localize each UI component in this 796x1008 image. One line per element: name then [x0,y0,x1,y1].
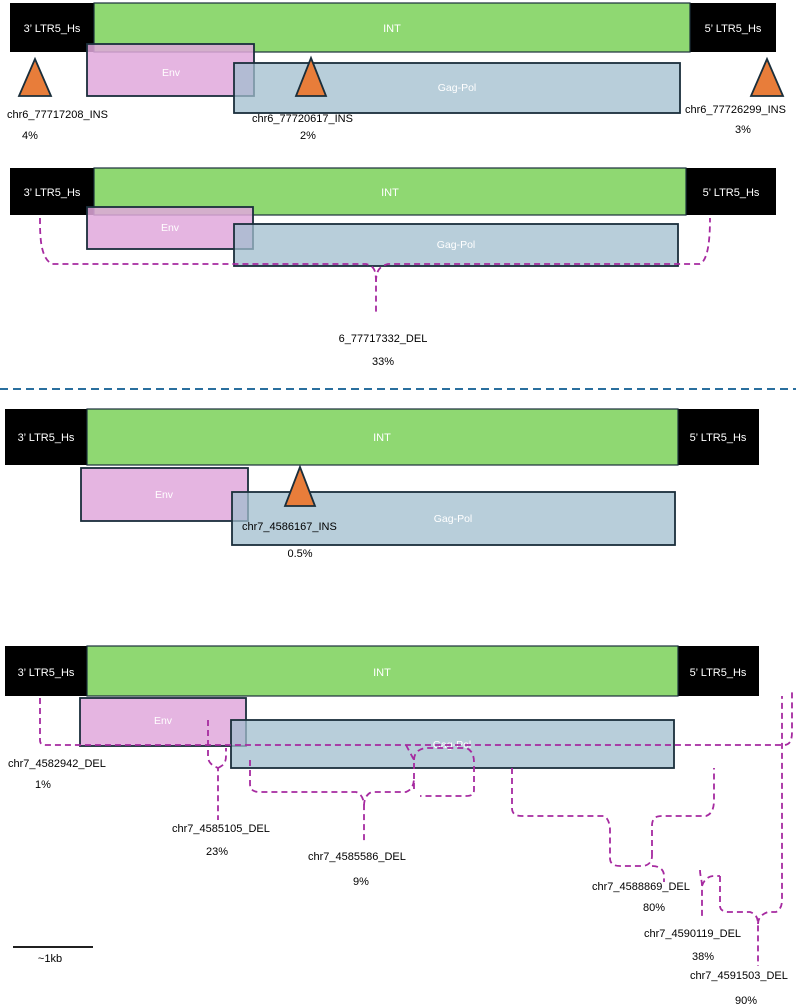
int-label: INT [373,667,391,679]
deletion-bracket-3b [405,744,475,797]
deletion-bracket-1 [39,217,711,314]
del-2-id: chr7_4585105_DEL [172,823,270,835]
del-5-pct: 38% [692,951,714,963]
env-block [80,467,249,522]
panel-2-chr6-deletion: 3’ LTR5_Hs INT 5’ LTR5_Hs Env Gag-Pol 6_… [10,167,776,368]
ltr5-label: 5’ LTR5_Hs [690,667,747,679]
int-label: INT [381,187,399,199]
panel-3-chr7-insertion: 3’ LTR5_Hs INT 5’ LTR5_Hs Env Gag-Pol ch… [5,408,759,560]
del-1-pct: 1% [35,779,51,791]
ltr5-block [678,409,759,465]
gagpol-label: Gag-Pol [434,513,473,525]
int-label: INT [373,432,391,444]
ins-2-id: chr6_77720617_INS [252,113,353,125]
panel-1-chr6-insertions: 3’ LTR5_Hs INT 5’ LTR5_Hs Env Gag-Pol ch… [7,2,786,142]
gagpol-block [233,223,679,267]
insertion-marker-2 [294,55,328,97]
del-6-pct: 90% [735,995,757,1007]
ltr3-label: 3’ LTR5_Hs [24,23,81,35]
insertion-marker-3 [749,56,785,97]
del-1-id: 6_77717332_DEL [339,333,428,345]
del-3-id: chr7_4585586_DEL [308,851,406,863]
ltr5-label: 5’ LTR5_Hs [703,187,760,199]
ins-2-pct: 2% [300,130,316,142]
gagpol-block [230,719,675,769]
ltr3-label: 3’ LTR5_Hs [24,187,81,199]
ltr3-block [5,646,87,696]
del-5-id: chr7_4590119_DEL [644,928,741,940]
del-1-pct: 33% [372,356,394,368]
ltr3-block [10,168,94,215]
deletion-bracket-5 [651,865,720,918]
env-block [79,697,247,747]
int-block [86,645,679,697]
int-block [93,167,687,216]
ltr3-label: 3’ LTR5_Hs [18,667,75,679]
int-label: INT [383,23,401,35]
del-4-id: chr7_4588869_DEL [592,881,690,893]
insertion-marker-1 [283,464,317,507]
ins-3-id: chr6_77726299_INS [685,104,786,116]
scale-bar: ~1kb [13,946,93,965]
gagpol-label: Gag-Pol [437,239,476,251]
ltr5-label: 5’ LTR5_Hs [705,23,762,35]
panel-4-chr7-deletions: 3’ LTR5_Hs INT 5’ LTR5_Hs Env Gag-Pol ch… [5,645,793,1007]
deletion-bracket-6 [719,696,783,966]
del-6-id: chr7_4591503_DEL [690,970,788,982]
insertion-marker-1 [17,56,53,97]
del-2-pct: 23% [206,846,228,858]
del-4-pct: 80% [643,902,665,914]
ins-1-pct: 4% [22,130,38,142]
ins-1-pct: 0.5% [287,548,312,560]
deletion-bracket-2 [207,720,227,820]
ltr5-block [686,168,776,215]
scale-bar-label: ~1kb [38,953,62,965]
deletion-bracket-4 [511,768,715,867]
deletion-bracket-1 [39,690,793,746]
ltr5-block [690,3,776,52]
env-label: Env [161,222,180,234]
gagpol-label: Gag-Pol [438,82,477,94]
ins-1-id: chr6_77717208_INS [7,109,108,121]
ltr3-block [5,409,87,465]
del-1-id: chr7_4582942_DEL [8,758,106,770]
env-label: Env [154,715,173,727]
del-3-pct: 9% [353,876,369,888]
ins-3-pct: 3% [735,124,751,136]
ltr3-block [10,3,94,52]
deletion-bracket-3 [249,760,415,842]
env-label: Env [155,489,174,501]
ltr3-label: 3’ LTR5_Hs [18,432,75,444]
int-block [86,408,679,466]
env-label: Env [162,67,181,79]
ltr5-block [678,646,759,696]
ltr5-label: 5’ LTR5_Hs [690,432,747,444]
ins-1-id: chr7_4586167_INS [242,521,337,533]
